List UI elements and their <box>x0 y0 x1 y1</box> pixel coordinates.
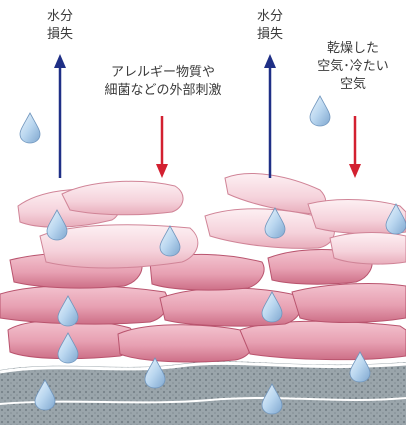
water-drop-icon <box>145 358 165 388</box>
external-stimulus-arrows <box>156 116 361 178</box>
down-arrow-icon <box>156 164 168 178</box>
surface-cell <box>330 233 406 265</box>
surface-cell-layer <box>18 174 406 268</box>
basal-layer <box>0 361 406 425</box>
external-stimulus-label: アレルギー物質や 細菌などの外部刺激 <box>88 64 238 100</box>
up-arrow-icon <box>264 54 276 68</box>
up-arrow-icon <box>54 54 66 68</box>
skin-cell <box>118 325 253 362</box>
water-drop-icon <box>20 113 40 143</box>
skin-cell <box>292 284 406 323</box>
skin-cell <box>160 288 302 326</box>
lower-cell-layer <box>0 250 406 363</box>
water-loss-label-left: 水分 損失 <box>40 8 80 44</box>
skin-cell <box>240 321 406 359</box>
down-arrow-icon <box>349 164 361 178</box>
surface-cell <box>62 181 183 214</box>
skin-cell <box>0 286 168 325</box>
dry-air-label: 乾燥した 空気･冷たい 空気 <box>305 40 401 94</box>
water-loss-label-right: 水分 損失 <box>250 8 290 44</box>
water-drop-icon <box>310 96 330 126</box>
